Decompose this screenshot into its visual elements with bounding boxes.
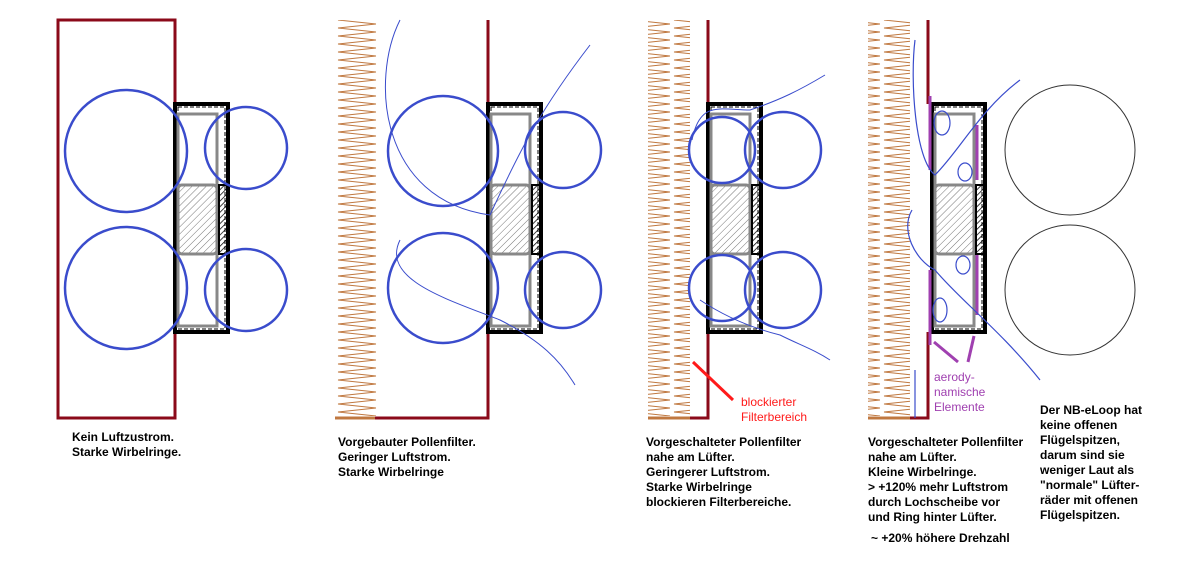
- caption-line: Starke Wirbelringe: [646, 480, 752, 494]
- panel-4-aerodynamic-elements: [868, 20, 1136, 420]
- caption-line: Kleine Wirbelringe.: [868, 465, 977, 479]
- caption-panel-1: Kein Luftzustrom.Starke Wirbelringe.: [72, 430, 181, 460]
- pollen-filter: [335, 20, 377, 416]
- caption-line: Vorgebauter Pollenfilter.: [338, 435, 476, 449]
- pollen-filter: [868, 20, 910, 416]
- airflow-lines: [385, 19, 591, 386]
- caption-panel-2: Vorgebauter Pollenfilter.Geringer Luftst…: [338, 435, 476, 480]
- caption-line: Vorgeschalteter Pollenfilter: [868, 435, 1024, 449]
- airflow-lines: [691, 74, 831, 361]
- panel-1-no-airflow: [56, 18, 289, 420]
- caption-line: > +120% mehr Luftstrom: [868, 480, 1009, 494]
- blocked-area-pointer: [691, 360, 735, 402]
- vortex-rings: [687, 110, 823, 330]
- caption-line: darum sind sie: [1040, 448, 1125, 462]
- caption-line: Flügelspitzen,: [1040, 433, 1121, 447]
- panel-3-filter-near-fan: [648, 20, 831, 420]
- caption-line: räder mit offenen: [1040, 493, 1139, 507]
- label-line: namische: [934, 385, 986, 399]
- label-line: blockierter: [741, 395, 797, 409]
- caption-line: und Ring hinter Lüfter.: [868, 510, 997, 524]
- caption-line: Starke Wirbelringe: [338, 465, 444, 479]
- caption-line: keine offenen: [1040, 418, 1118, 432]
- eloop-rings: [1004, 84, 1136, 356]
- aerodynamic-elements: [928, 96, 979, 364]
- vortex-rings: [63, 88, 289, 351]
- caption-line: nahe am Lüfter.: [646, 450, 735, 464]
- caption-line: "normale" Lüfter-: [1040, 478, 1140, 492]
- fan: [173, 102, 230, 334]
- caption-line: Starke Wirbelringe.: [72, 445, 182, 459]
- caption-line: Geringer Luftstrom.: [338, 450, 451, 464]
- caption-line: durch Lochscheibe vor: [868, 495, 1001, 509]
- caption-line: Geringerer Luftstrom.: [646, 465, 771, 479]
- vortex-rings: [386, 94, 603, 345]
- pollen-filter: [648, 20, 690, 416]
- airflow-lines: [907, 39, 1041, 418]
- caption-line: weniger Laut als: [1040, 463, 1135, 477]
- label-line: Filterbereich: [741, 410, 808, 424]
- closed-case-wall: [56, 18, 177, 420]
- caption-line: Vorgeschalteter Pollenfilter: [646, 435, 802, 449]
- label-line: Elemente: [934, 400, 985, 414]
- label-line: aerody-: [934, 370, 975, 384]
- caption-line: Flügelspitzen.: [1040, 508, 1121, 522]
- caption-line: Der NB-eLoop hat: [1040, 403, 1142, 417]
- caption-line: Kein Luftzustrom.: [72, 430, 174, 444]
- rpm-note: ~ +20% höhere Drehzahl: [871, 531, 1010, 545]
- caption-line: blockieren Filterbereiche.: [646, 495, 792, 509]
- panel-2-prebuilt-filter: [335, 19, 603, 420]
- caption-line: nahe am Lüfter.: [868, 450, 957, 464]
